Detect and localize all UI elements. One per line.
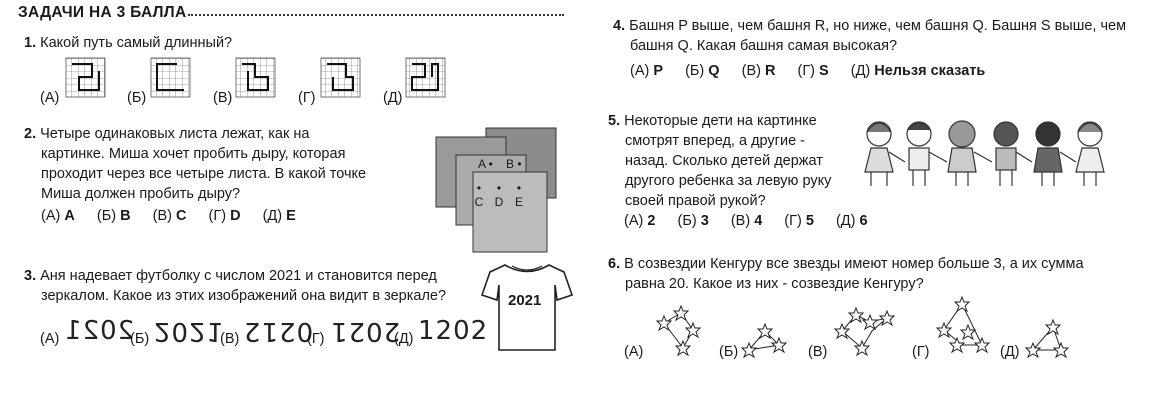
q2-number: 2. <box>24 126 37 142</box>
q3-option-b-label: (Б) <box>130 331 150 347</box>
q6-number: 6. <box>608 256 621 272</box>
constellation-d <box>935 295 991 354</box>
q1-option-d: (Г) <box>298 90 316 106</box>
q5-answers: (А) 2 (Б) 3 (В) 4 (Г) 5 (Д) 6 <box>624 213 868 229</box>
q6-constellations <box>655 295 1070 359</box>
q6-option-d: (Г) <box>912 344 930 360</box>
q1-option-e: (Д) <box>383 90 403 106</box>
constellation-b <box>740 322 788 359</box>
constellation-a <box>655 304 702 357</box>
q2-point-d: •D <box>494 181 504 209</box>
section-heading: ЗАДАЧИ НА 3 БАЛЛА <box>18 4 187 21</box>
q4-answers: (А) P (Б) Q (В) R (Г) S (Д) Нельзя сказа… <box>630 63 986 79</box>
q3-option-c-label: (В) <box>220 331 240 347</box>
constellation-e <box>1024 318 1070 359</box>
grid-e <box>405 57 446 98</box>
q3-shirt-number: 2021 <box>508 292 542 309</box>
q5-question: 5. Некоторые дети на картинке смотрят вп… <box>608 113 832 209</box>
q1-question: 1. Какой путь самый длинный? <box>24 33 232 53</box>
grid-c <box>235 57 276 98</box>
heading-dotted-rule <box>188 14 564 16</box>
q3-question: 3. Аня надевает футболку с числом 2021 и… <box>24 268 447 304</box>
grid-a <box>65 57 106 98</box>
q2-answers: (А) A (Б) B (В) C (Г) D (Д) E <box>41 208 296 224</box>
q3-option-d-mirror: 2021 <box>330 316 401 346</box>
q2-point-a: A • <box>478 157 493 171</box>
q2-point-c: •C <box>474 181 484 209</box>
q3-option-e-mirror: 1202 <box>418 316 489 346</box>
q5-children-illustration <box>864 120 1105 186</box>
q2-point-b: B • <box>506 157 522 171</box>
q3-option-d-label: (Г) <box>307 331 325 347</box>
q3-option-c-mirror: 0212 <box>243 316 314 346</box>
q3-tshirt-illustration <box>480 264 574 351</box>
grid-b <box>150 57 191 98</box>
q3-option-e-label: (Д) <box>394 331 414 347</box>
q6-question: 6. В созвездии Кенгуру все звезды имеют … <box>608 256 1084 292</box>
q1-option-c: (В) <box>213 90 233 106</box>
q6-option-c: (В) <box>808 344 828 360</box>
q3-option-a-label: (А) <box>40 331 60 347</box>
q5-number: 5. <box>608 113 621 129</box>
q3-option-b-mirror: 2021 <box>154 316 225 346</box>
q1-number: 1. <box>24 35 37 51</box>
q1-option-a: (А) <box>40 90 60 106</box>
grid-d <box>320 57 361 98</box>
q6-option-b: (Б) <box>719 344 739 360</box>
q1-text: Какой путь самый длинный? <box>40 35 233 51</box>
q6-option-e: (Д) <box>1000 344 1020 360</box>
q3-number: 3. <box>24 268 37 284</box>
q2-point-e: •E <box>514 181 523 209</box>
q6-option-a: (А) <box>624 344 644 360</box>
q3-option-a-mirror: 2021 <box>64 316 135 346</box>
q4-question: 4. Башня P выше, чем башня R, но ниже, ч… <box>613 18 1127 54</box>
constellation-c <box>833 306 896 357</box>
q4-number: 4. <box>613 18 626 34</box>
q2-sheets-illustration <box>435 127 557 253</box>
q2-question: 2. Четыре одинаковых листа лежат, как на… <box>24 126 367 202</box>
q1-option-b: (Б) <box>127 90 147 106</box>
